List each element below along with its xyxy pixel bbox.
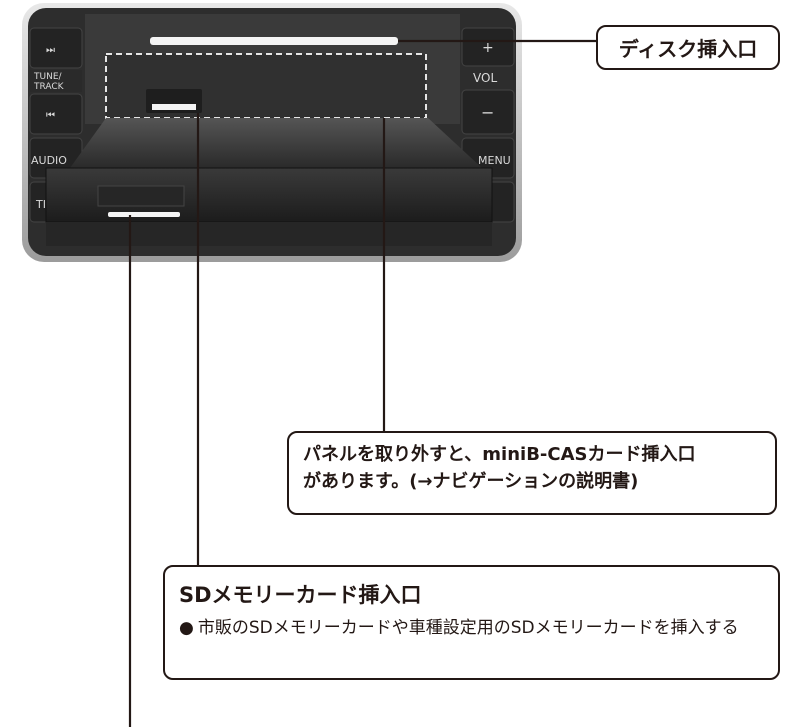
- ti-label: TI: [35, 198, 46, 211]
- panel-note-line-2: があります。(→ナビゲーションの説明書): [303, 471, 639, 492]
- menu-label: MENU: [478, 154, 511, 167]
- sd-card-slot[interactable]: [152, 104, 196, 110]
- car-navigation-unit: [22, 3, 522, 262]
- unit-bottom-band: [46, 222, 492, 246]
- volume-up-button[interactable]: [461, 27, 515, 67]
- volume-down-button[interactable]: [461, 89, 515, 135]
- sd-slot-title: SDメモリーカード挿入口: [179, 583, 422, 607]
- tune-track-label-2: TRACK: [33, 82, 65, 92]
- front-card-slot[interactable]: [108, 212, 180, 217]
- panel-label-plate: [97, 185, 185, 207]
- next-track-icon: ⏭: [46, 45, 55, 56]
- sd-slot-text: 市販のSDメモリーカードや車種設定用のSDメモリーカードを挿入する: [197, 618, 739, 638]
- vol-label: VOL: [473, 71, 497, 85]
- next-track-button[interactable]: [29, 27, 83, 69]
- disc-slot[interactable]: [150, 37, 398, 45]
- vol-plus-label: +: [482, 40, 494, 56]
- vol-minus-label: −: [481, 103, 494, 122]
- tune-track-panel: [30, 70, 82, 92]
- panel-removal-note: パネルを取り外すと、miniB-CASカード挿入口 があります。(→ナビゲーショ…: [287, 431, 777, 515]
- disc-slot-callout: ディスク挿入口: [596, 25, 780, 70]
- audio-label: AUDIO: [31, 154, 67, 167]
- tune-track-label-1: TUNE/: [33, 72, 63, 82]
- panel-note-line-1: パネルを取り外すと、miniB-CASカード挿入口: [303, 444, 696, 465]
- sd-slot-description: ● 市販のSDメモリーカードや車種設定用のSDメモリーカードを挿入する: [179, 616, 764, 640]
- disc-slot-label: ディスク挿入口: [618, 37, 758, 61]
- open-panel-flap: [70, 118, 482, 168]
- prev-track-icon: ⏮: [46, 110, 55, 121]
- bullet-icon: ●: [179, 618, 194, 638]
- sd-slot-callout: SDメモリーカード挿入口 ● 市販のSDメモリーカードや車種設定用のSDメモリー…: [163, 565, 780, 680]
- leader-lines: [128, 39, 596, 727]
- prev-track-button[interactable]: [29, 93, 83, 135]
